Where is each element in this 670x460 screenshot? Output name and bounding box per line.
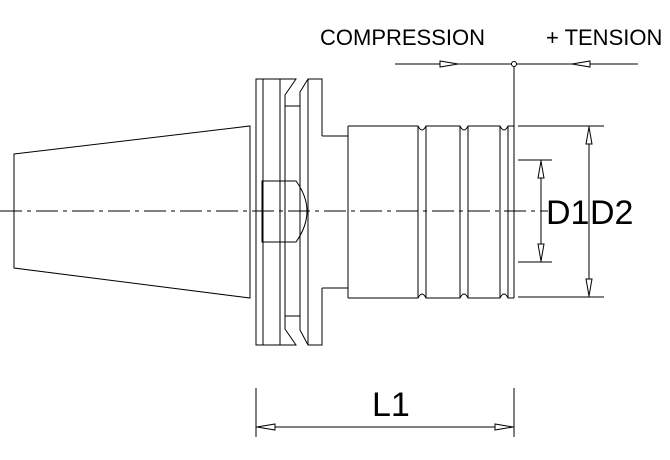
l1-label: L1	[372, 386, 410, 424]
d2-arrow-bottom-icon	[585, 278, 593, 297]
l1-arrow-right-icon	[494, 423, 514, 431]
d1-label: D1	[546, 194, 589, 232]
tension-label: + TENSION	[546, 25, 662, 50]
flange	[255, 78, 323, 346]
tension-arrow-icon	[571, 60, 591, 68]
l1-dimension: L1	[255, 386, 515, 437]
d2-arrow-top-icon	[585, 126, 593, 145]
neck	[322, 126, 349, 298]
compression-tension-scale: COMPRESSION + TENSION	[320, 25, 662, 126]
d1-arrow-bottom-icon	[537, 243, 545, 262]
d2-dimension: D2	[518, 125, 633, 298]
compression-arrow-icon	[439, 60, 459, 68]
d1-arrow-top-icon	[537, 160, 545, 179]
l1-arrow-left-icon	[256, 423, 276, 431]
taper-shank	[13, 125, 251, 299]
zero-point-marker	[511, 61, 517, 67]
compression-label: COMPRESSION	[320, 25, 485, 50]
d2-label: D2	[590, 194, 633, 232]
d1-dimension: D1	[518, 159, 589, 263]
tool-body	[347, 125, 515, 299]
